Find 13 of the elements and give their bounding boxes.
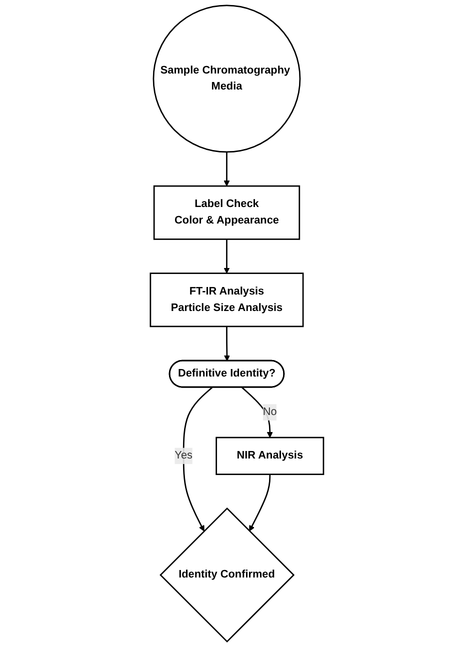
node-box: FT-IR Analysis Particle Size Analysis bbox=[150, 272, 304, 328]
edge-label: Yes bbox=[174, 450, 193, 462]
arrow bbox=[182, 386, 213, 532]
node-diamond: Identity Confirmed bbox=[160, 507, 295, 643]
arrow bbox=[224, 152, 230, 186]
arrow bbox=[249, 474, 271, 532]
edge-label: No bbox=[262, 406, 277, 418]
node-box: Label Check Color & Appearance bbox=[153, 185, 300, 240]
node-circle: Sample Chromatography Media bbox=[152, 4, 301, 153]
arrow bbox=[224, 239, 230, 274]
arrow bbox=[242, 386, 273, 438]
node-box: NIR Analysis bbox=[216, 436, 324, 476]
arrow bbox=[224, 326, 230, 362]
